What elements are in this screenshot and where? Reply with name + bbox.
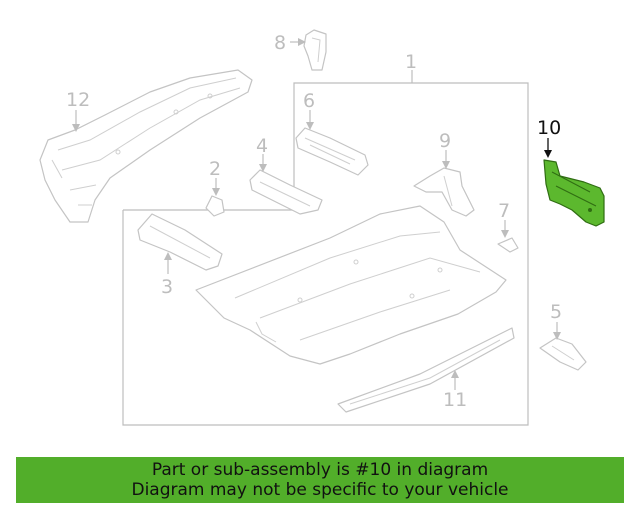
part-2-bracket[interactable]: [205, 195, 225, 217]
part-11-sill[interactable]: [337, 327, 515, 413]
part-8-bracket[interactable]: [303, 29, 327, 71]
info-banner: Part or sub-assembly is #10 in diagram D…: [16, 457, 624, 503]
callout-11: 11: [443, 389, 467, 411]
parts-diagram: 12 8 1 6 4 2 9 7: [39, 29, 605, 426]
part-6-crossmember[interactable]: [295, 127, 369, 176]
part-4-crossmember[interactable]: [249, 169, 323, 215]
callout-4: 4: [256, 135, 268, 157]
callout-5: 5: [550, 301, 562, 323]
floor-pan[interactable]: [195, 205, 507, 365]
part-7-clip[interactable]: [497, 237, 519, 253]
part-10-highlighted[interactable]: [543, 159, 605, 227]
callout-3: 3: [161, 276, 173, 298]
callout-12: 12: [66, 89, 90, 111]
banner-line-2: Diagram may not be specific to your vehi…: [131, 480, 509, 500]
part-5-bracket[interactable]: [539, 337, 587, 371]
part-3-crossmember[interactable]: [137, 213, 223, 271]
part-12-side-rail[interactable]: [39, 69, 253, 223]
callout-6: 6: [303, 90, 315, 112]
part-9-bracket[interactable]: [413, 167, 475, 217]
callout-8: 8: [274, 32, 286, 54]
banner-line-1: Part or sub-assembly is #10 in diagram: [151, 460, 489, 480]
callout-1: 1: [405, 51, 417, 73]
callout-9: 9: [439, 130, 451, 152]
callout-7: 7: [498, 200, 510, 222]
callout-10: 10: [537, 117, 561, 139]
callout-2: 2: [209, 158, 221, 180]
